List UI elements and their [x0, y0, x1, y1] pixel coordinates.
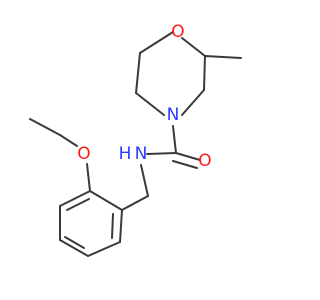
bond-ethyl — [29, 118, 61, 136]
atom-labels-layer: O N N H O O — [77, 22, 211, 171]
atom-oxygen-carbonyl: O — [198, 151, 211, 171]
bond-nh-ch2 — [140, 164, 149, 197]
atom-nitrogen-ring: N — [167, 105, 180, 125]
bond-benz-inner-1 — [111, 213, 114, 239]
bond-n-carbonyl — [172, 125, 177, 154]
bond-ring-2 — [135, 52, 141, 94]
bond-carbonyl-nh — [146, 152, 177, 155]
bond-ring-1 — [139, 31, 174, 54]
bond-methyl — [204, 55, 242, 59]
bond-ring-5 — [203, 55, 206, 91]
bond-carbonyl-b — [172, 160, 198, 169]
bond-benz-6 — [89, 190, 123, 211]
bond-benz-5 — [59, 190, 91, 207]
structure-svg: O N N H O O — [29, 22, 242, 257]
bond-benz-3 — [59, 239, 89, 257]
bond-carbonyl-a — [175, 152, 201, 161]
bond-benz-inner-3 — [66, 198, 90, 211]
bond-benz-inner-2 — [64, 236, 85, 249]
atom-oxygen-ring: O — [171, 22, 184, 42]
bond-ring-4 — [181, 89, 205, 116]
atom-hydrogen-amide: H — [119, 144, 132, 164]
bond-o-ch2 — [59, 134, 78, 147]
atom-oxygen-ether: O — [77, 144, 90, 164]
bond-benz-2 — [87, 241, 121, 257]
bond-ch2-ring — [121, 195, 149, 211]
bonds-layer — [29, 31, 242, 257]
bond-ring-6 — [181, 37, 206, 57]
molecule-diagram: O N N H O O — [29, 22, 242, 257]
atom-nitrogen-amide: N — [135, 144, 148, 164]
bond-aryl-o — [86, 163, 91, 192]
bond-benz-1 — [119, 209, 123, 243]
bond-ring-3 — [135, 92, 165, 116]
